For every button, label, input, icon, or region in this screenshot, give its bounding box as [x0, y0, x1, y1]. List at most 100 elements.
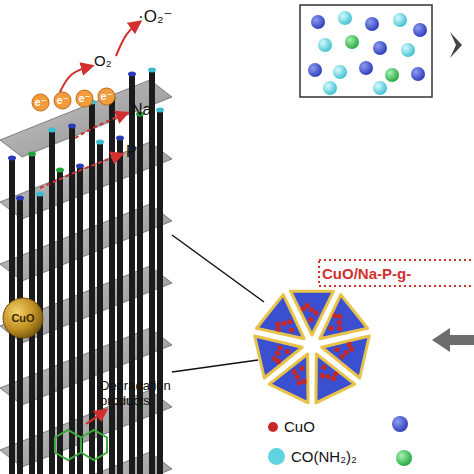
rod: [117, 138, 123, 474]
legend-text: CuO: [284, 418, 315, 435]
cuo-particle: [295, 374, 300, 379]
cuo-particle: [309, 307, 314, 312]
node-label: e⁻: [79, 92, 91, 105]
leader-line: [172, 235, 264, 302]
composite-flake: [320, 295, 368, 339]
cuo-particle: [275, 351, 280, 356]
node-circle-shape: [76, 90, 93, 107]
rod-cap: [76, 164, 84, 169]
naphthalene-ring: [55, 430, 81, 460]
composite-flake: [316, 354, 355, 403]
cuo-particle: [340, 354, 345, 359]
leader-line: [172, 360, 258, 372]
node-label: e⁻: [57, 94, 69, 107]
cuo-particle: [347, 342, 352, 347]
precursor-sphere: [365, 17, 379, 31]
precursor-sphere: [311, 15, 325, 29]
precursor-sphere: [333, 65, 347, 79]
rod-cap: [28, 152, 36, 157]
product-label: Degradation products: [100, 378, 195, 408]
precursor-sphere: [318, 38, 332, 52]
rod-cap: [16, 196, 24, 201]
naphthalene-ring: [81, 430, 107, 460]
rod: [77, 166, 83, 474]
cuo-particle: [282, 321, 287, 326]
composite-flake: [255, 336, 303, 378]
precursor-sphere: [401, 43, 415, 57]
rod-cap: [156, 108, 164, 113]
cuo-particle: [334, 347, 339, 352]
cuo-particle: [329, 326, 334, 331]
rod-cap: [56, 168, 64, 173]
cuo-particle: [308, 317, 313, 322]
cuo-particle: [337, 320, 342, 325]
electron: e⁻: [97, 87, 116, 106]
cuo-particle: [349, 346, 354, 351]
legend-text: CO(NH₂)₂: [291, 448, 357, 465]
rod-cap: [96, 140, 104, 145]
rod-cap: [36, 192, 44, 197]
degradation-arrow: [86, 410, 106, 424]
dopant-pointer: [75, 113, 127, 138]
precursor-sphere: [373, 41, 387, 55]
precursor-sphere: [411, 67, 425, 81]
composite-flake: [256, 295, 304, 339]
legend-entry: CuO: [268, 418, 315, 435]
node-circle-shape: [98, 88, 115, 105]
cuo-particle: [325, 374, 330, 379]
rod: [157, 110, 163, 474]
node-circle-shape: [3, 298, 43, 338]
node-circle-shape: [54, 92, 71, 109]
cuo-particle: [321, 365, 326, 370]
dopant-label: P: [126, 143, 137, 161]
precursor-sphere: [385, 68, 399, 82]
cuo-particle: [332, 313, 337, 318]
rod: [109, 98, 115, 474]
precursor-sphere: [338, 11, 352, 25]
node-label: e⁻: [35, 96, 47, 109]
rod-cap: [116, 136, 124, 141]
cuo-particle-ball: CuO: [2, 297, 44, 339]
node-label: CuO/Na-P-g-: [322, 265, 411, 282]
electron-transfer-arrow: [60, 66, 92, 92]
precursor-sphere: [413, 23, 427, 37]
rod: [37, 194, 43, 474]
cuo-particle: [272, 356, 277, 361]
electron: e⁻: [31, 93, 50, 112]
cuo-particle: [292, 369, 297, 374]
cuo-particle: [285, 349, 290, 354]
dotted-frame: [319, 260, 474, 286]
cuo-particle: [344, 350, 349, 355]
rod: [137, 114, 143, 474]
cuo-particle: [275, 321, 280, 326]
precursor-sphere: [345, 35, 359, 49]
electron: e⁻: [75, 89, 94, 108]
rod: [69, 126, 75, 474]
precursor-sphere: [323, 81, 337, 95]
rod-cap: [48, 128, 56, 133]
legend-entry: CO(NH₂)₂: [268, 448, 357, 465]
legend-sample: [392, 416, 408, 432]
cuo-particle: [301, 379, 306, 384]
cuo-particle: [297, 380, 302, 385]
node-circle-shape: [32, 94, 49, 111]
cuo-particle: [305, 303, 310, 308]
rod: [97, 142, 103, 474]
reduction-arrow: [116, 22, 140, 56]
cuo-particle: [276, 326, 281, 331]
rod-cap: [128, 72, 136, 77]
rod-cap: [8, 156, 16, 161]
node-label: CuO: [11, 312, 34, 324]
rod-cap: [68, 124, 76, 129]
precursor-sphere: [308, 63, 322, 77]
cuo-particle: [337, 314, 342, 319]
precursor-sphere: [359, 61, 373, 75]
process-arrow: [432, 328, 474, 352]
electron: e⁻: [53, 91, 72, 110]
rod-cap: [148, 68, 156, 73]
molecule-label: O₂: [94, 52, 112, 69]
process-arrow: [450, 32, 462, 58]
cuo-particle: [299, 366, 304, 371]
legend-swatch: [268, 422, 278, 432]
